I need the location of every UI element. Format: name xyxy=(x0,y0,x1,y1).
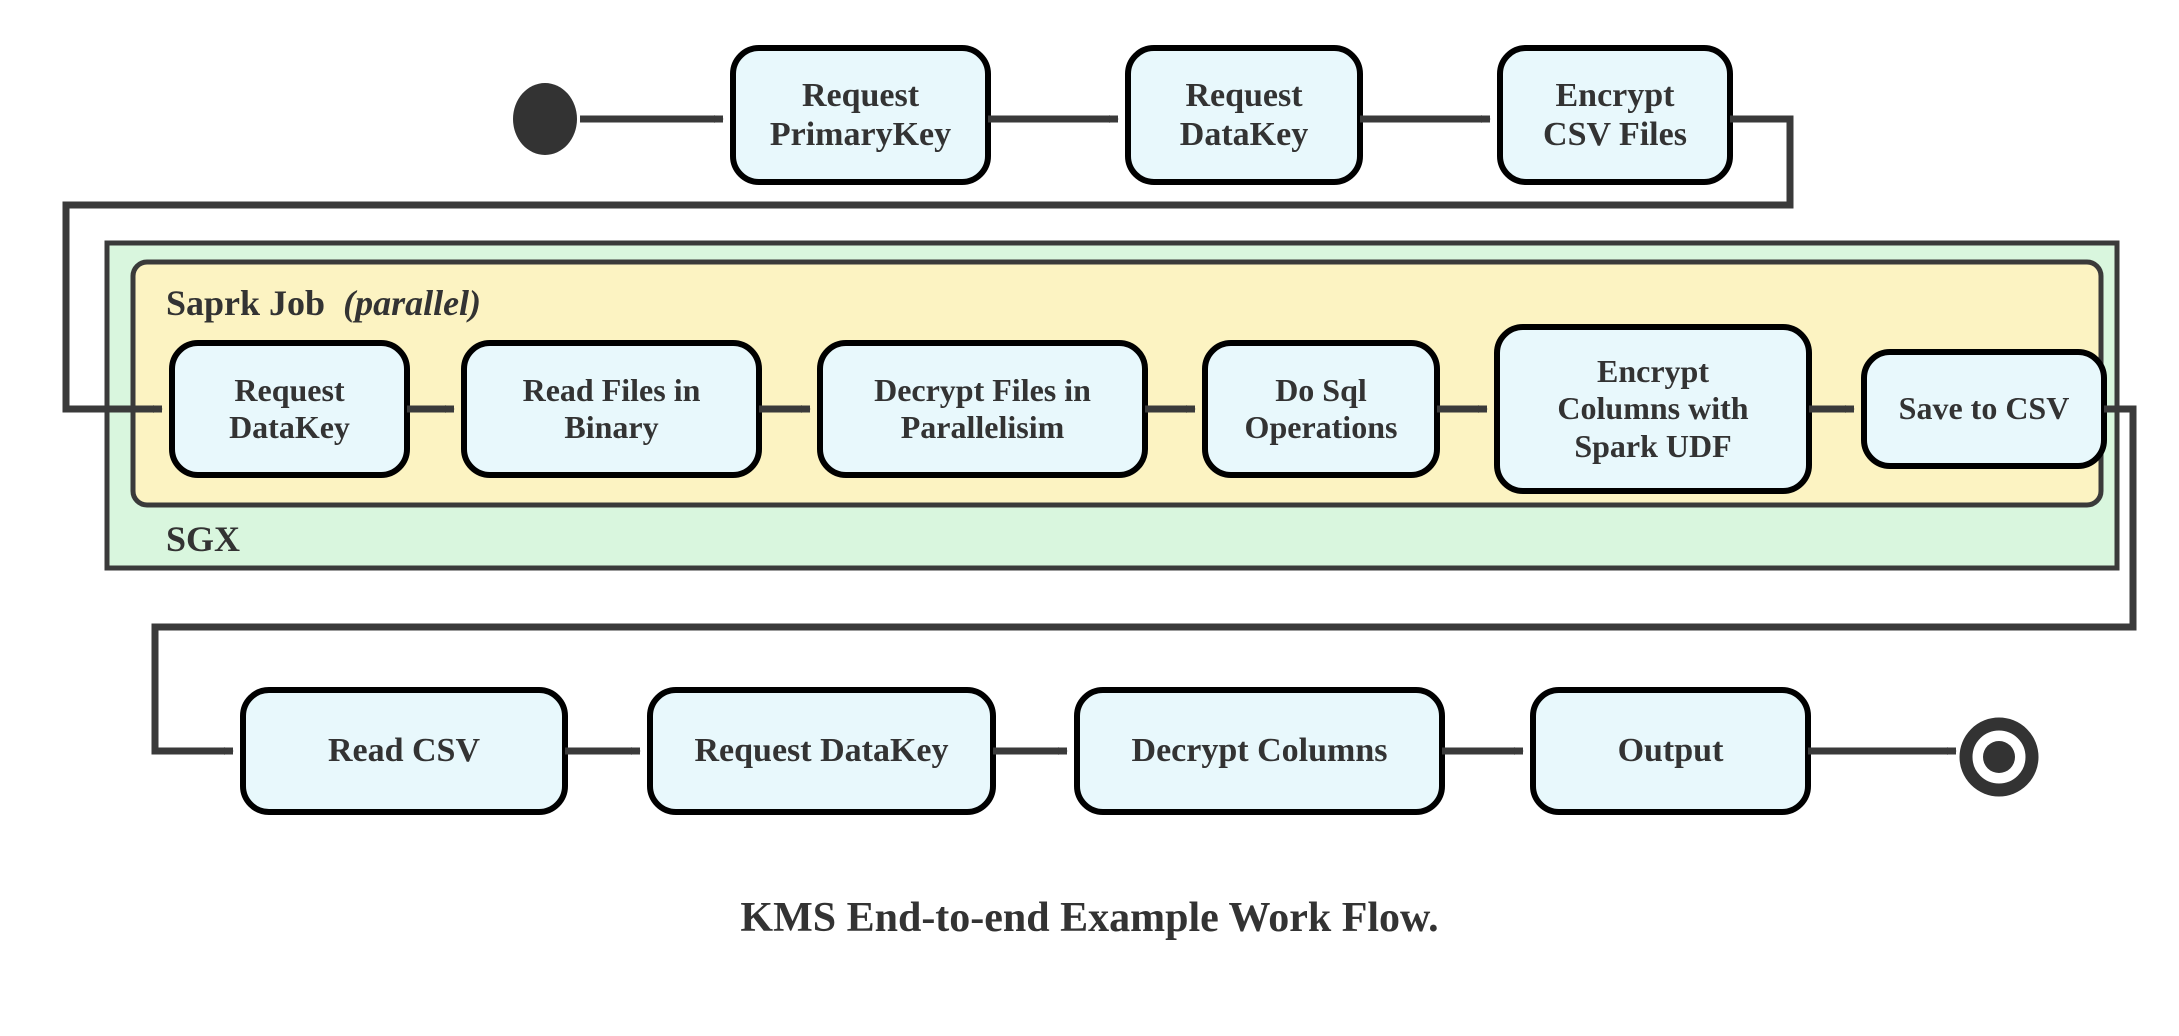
container-label-sgx: SGX xyxy=(166,519,241,559)
container-label-spark-job-text: Saprk Job xyxy=(166,283,326,323)
node-request-datakey-bottom[interactable] xyxy=(647,687,996,815)
diagram-caption: KMS End-to-end Example Work Flow. xyxy=(740,895,1439,941)
final-node-outer-ring xyxy=(1959,717,2039,797)
node-output[interactable] xyxy=(1530,687,1811,815)
edge-save-to-csv-to-read-csv xyxy=(151,405,2137,755)
node-decrypt-columns[interactable] xyxy=(1074,687,1445,815)
container-label-spark-job: Saprk Job (parallel) xyxy=(166,282,481,324)
node-do-sql-operations[interactable] xyxy=(1202,340,1440,478)
node-save-to-csv[interactable] xyxy=(1861,349,2107,469)
final-node-inner-dot xyxy=(1983,741,2015,773)
node-encrypt-csv-files[interactable] xyxy=(1497,45,1733,185)
node-read-csv[interactable] xyxy=(240,687,568,815)
node-request-primarykey[interactable] xyxy=(730,45,991,185)
edge-encrypt-csv-files-to-request-datakey-spark xyxy=(62,115,1794,413)
node-request-datakey-spark[interactable] xyxy=(169,340,410,478)
node-read-files-in-binary[interactable] xyxy=(461,340,762,478)
container-label-spark-job-suffix: (parallel) xyxy=(343,283,482,323)
node-request-datakey-top[interactable] xyxy=(1125,45,1363,185)
node-encrypt-columns-with-spark-udf[interactable] xyxy=(1494,324,1812,494)
initial-node xyxy=(513,83,577,155)
node-decrypt-files-in-parallelisim[interactable] xyxy=(817,340,1148,478)
